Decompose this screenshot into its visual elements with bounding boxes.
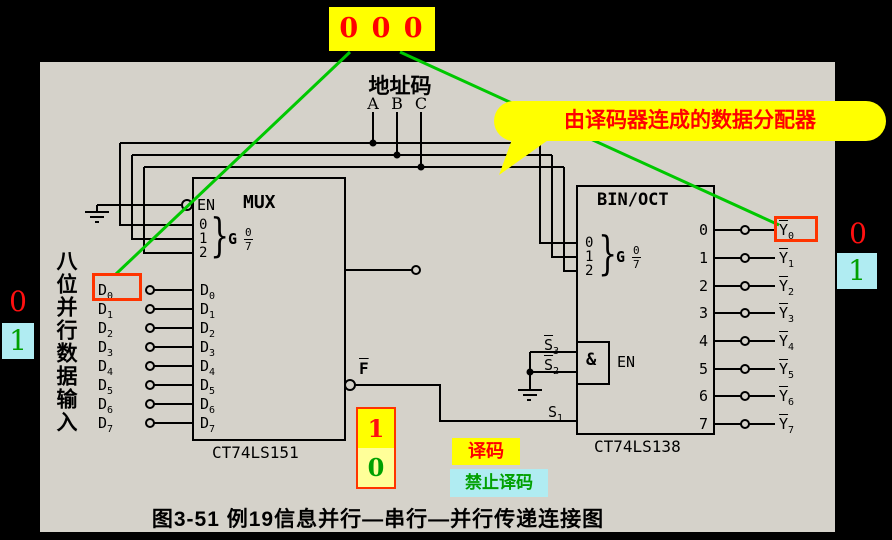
junction-dot-s2 bbox=[526, 368, 534, 376]
mux-g-label: G bbox=[228, 230, 238, 248]
decoder-and-block-outline bbox=[576, 341, 610, 385]
mux-sel-brace: } bbox=[210, 208, 230, 262]
input-terminal-d6 bbox=[145, 399, 155, 409]
output-label-y1: Y1 bbox=[779, 249, 795, 270]
output-terminal-y5 bbox=[740, 364, 750, 374]
decoder-sel-0: 0 bbox=[585, 235, 594, 251]
address-value-box: 0 0 0 bbox=[329, 7, 435, 51]
mux-pin-label-d0: D0 bbox=[200, 281, 216, 302]
speech-bubble: 由译码器连成的数据分配器 bbox=[494, 101, 886, 141]
enable-label-s3: S3 bbox=[544, 336, 560, 357]
mux-output-fbar-label: F bbox=[359, 359, 369, 378]
input-label-d6: D6 bbox=[98, 395, 114, 416]
right-value-1: 1 bbox=[837, 253, 877, 289]
decoder-pin-number-3: 3 bbox=[698, 304, 708, 322]
left-value-1: 1 bbox=[2, 323, 34, 359]
output-terminal-y4 bbox=[740, 336, 750, 346]
decoder-sel-1: 1 bbox=[585, 249, 594, 265]
mux-pin-label-d7: D7 bbox=[200, 414, 216, 435]
input-label-d0: D0 bbox=[98, 281, 114, 302]
decoder-pin-number-5: 5 bbox=[698, 360, 708, 378]
output-label-y4: Y4 bbox=[779, 332, 795, 353]
mux-pin-label-d5: D5 bbox=[200, 376, 216, 397]
input-label-d5: D5 bbox=[98, 376, 114, 397]
mux-f-terminal bbox=[411, 265, 421, 275]
address-bit-b: B bbox=[391, 94, 403, 113]
serial-value-high: 1 bbox=[358, 409, 394, 448]
decoder-and-label: & bbox=[586, 350, 597, 370]
decoder-chip-name: CT74LS138 bbox=[594, 437, 681, 456]
output-terminal-y7 bbox=[740, 419, 750, 429]
input-terminal-d2 bbox=[145, 323, 155, 333]
decoder-pin-number-4: 4 bbox=[698, 332, 708, 350]
input-label-d3: D3 bbox=[98, 338, 114, 359]
mux-en-bubble bbox=[181, 199, 193, 211]
wire-paths bbox=[85, 112, 775, 425]
output-terminal-y1 bbox=[740, 253, 750, 263]
input-label-d4: D4 bbox=[98, 357, 114, 378]
inhibit-decode-status-label: 禁止译码 bbox=[450, 469, 548, 497]
decoder-pin-number-7: 7 bbox=[698, 415, 708, 433]
mux-chip-name: CT74LS151 bbox=[212, 443, 299, 462]
input-terminal-d4 bbox=[145, 361, 155, 371]
output-terminal-y6 bbox=[740, 391, 750, 401]
input-label-d7: D7 bbox=[98, 414, 114, 435]
input-terminal-d1 bbox=[145, 304, 155, 314]
output-label-y7: Y7 bbox=[779, 415, 795, 436]
mux-sel-0: 0 bbox=[199, 217, 208, 233]
decoder-pin-number-2: 2 bbox=[698, 277, 708, 295]
output-terminal-y2 bbox=[740, 281, 750, 291]
serial-value-low: 0 bbox=[358, 448, 394, 487]
decode-status-label: 译码 bbox=[452, 438, 520, 465]
mux-pin-label-d4: D4 bbox=[200, 357, 216, 378]
output-label-y3: Y3 bbox=[779, 304, 795, 325]
mux-pin-label-d1: D1 bbox=[200, 300, 216, 321]
highlight-box-y0 bbox=[774, 216, 818, 242]
output-label-y5: Y5 bbox=[779, 360, 795, 381]
output-label-y2: Y2 bbox=[779, 277, 795, 298]
decoder-sel-brace: } bbox=[598, 226, 618, 280]
parallel-input-vertical-label: 八位并行数据输入 bbox=[54, 250, 77, 434]
junction-dot-c bbox=[417, 163, 425, 171]
input-terminal-d7 bbox=[145, 418, 155, 428]
output-label-y6: Y6 bbox=[779, 387, 795, 408]
mux-fbar-bubble bbox=[344, 379, 356, 391]
mux-sel-1: 1 bbox=[199, 231, 208, 247]
decoder-sel-2: 2 bbox=[585, 263, 594, 279]
output-label-y0: Y0 bbox=[779, 221, 795, 242]
mux-pin-label-d6: D6 bbox=[200, 395, 216, 416]
serial-value-box: 1 0 bbox=[356, 407, 396, 489]
mux-sel-2: 2 bbox=[199, 245, 208, 261]
input-terminal-d0 bbox=[145, 285, 155, 295]
address-bit-a: A bbox=[367, 94, 379, 113]
input-label-d1: D1 bbox=[98, 300, 114, 321]
input-terminal-d3 bbox=[145, 342, 155, 352]
output-terminal-y3 bbox=[740, 308, 750, 318]
decoder-title: BIN/OCT bbox=[597, 190, 669, 210]
junction-dot-a bbox=[369, 139, 377, 147]
decoder-pin-number-0: 0 bbox=[698, 221, 708, 239]
mux-title: MUX bbox=[243, 192, 276, 213]
mux-pin-label-d2: D2 bbox=[200, 319, 216, 340]
highlight-box-d0 bbox=[92, 273, 142, 301]
output-terminal-y0 bbox=[740, 225, 750, 235]
input-terminal-d5 bbox=[145, 380, 155, 390]
junction-dot-b bbox=[393, 151, 401, 159]
decoder-pin-number-1: 1 bbox=[698, 249, 708, 267]
enable-label-s2: S2 bbox=[544, 356, 560, 377]
figure-caption: 图3-51 例19信息并行—串行—并行传递连接图 bbox=[151, 508, 605, 531]
enable-label-s1: S1 bbox=[548, 403, 564, 424]
left-value-0: 0 bbox=[9, 285, 27, 318]
decoder-en-label: EN bbox=[617, 353, 636, 371]
input-label-d2: D2 bbox=[98, 319, 114, 340]
decoder-pin-number-6: 6 bbox=[698, 387, 708, 405]
decoder-g-label: G bbox=[616, 248, 626, 266]
address-bit-c: C bbox=[414, 94, 428, 113]
right-value-0: 0 bbox=[849, 217, 867, 250]
mux-pin-label-d3: D3 bbox=[200, 338, 216, 359]
